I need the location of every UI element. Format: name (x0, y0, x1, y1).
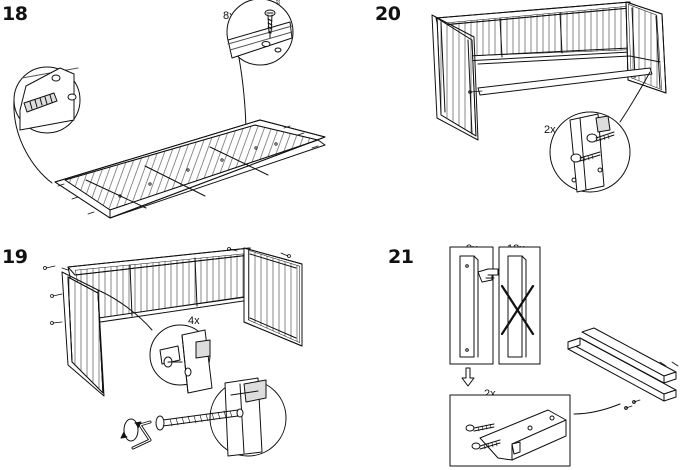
step20-back-panel (435, 1, 631, 63)
step18-drawing (13, 0, 326, 219)
step19-drawing (43, 247, 303, 457)
step21-screw-qty: 2x (484, 388, 496, 400)
screw-icon (465, 423, 495, 432)
screw-icon (570, 151, 601, 163)
cross-out-icon (500, 284, 535, 336)
step21-rails (567, 327, 679, 415)
down-arrow-icon (461, 367, 475, 387)
step20-drawing (431, 1, 667, 193)
step-number-18: 18 (2, 3, 28, 25)
step19-left-panel (61, 271, 105, 397)
hand-pointer-icon (477, 268, 499, 283)
step19-bolt-detail (120, 377, 287, 457)
step19-connector-detail (97, 289, 213, 394)
step18-screw-detail (226, 0, 294, 136)
step19-right-panel (243, 247, 303, 347)
step-number-19: 19 (2, 246, 28, 268)
step-number-20: 20 (375, 3, 401, 25)
screw-icon (471, 439, 501, 450)
step19-connector-qty: 4x (188, 315, 200, 327)
step20-rails (468, 55, 661, 96)
threaded-bolt-icon (155, 408, 244, 431)
step18-screw-qty: 8x (223, 10, 235, 22)
step20-screw-detail (549, 71, 651, 193)
step18-dowel-detail (13, 66, 81, 184)
connector-bolt-icon (163, 356, 183, 368)
screw-icon (264, 9, 276, 39)
step21-detail-box (449, 394, 571, 467)
step21-board-box (449, 246, 499, 365)
step19-screws (43, 247, 291, 325)
rotate-arrow-icon (120, 418, 142, 442)
step21-crossed-board-box (498, 246, 541, 365)
screw-icon (586, 131, 615, 143)
dowel-icon (23, 92, 58, 113)
allen-key-icon (131, 420, 152, 450)
step18-panel (54, 119, 326, 219)
step-number-21: 21 (388, 246, 414, 268)
step20-left-panel (431, 14, 479, 141)
step20-screw-qty: 2x (544, 124, 556, 136)
step21-drawing (449, 246, 679, 467)
